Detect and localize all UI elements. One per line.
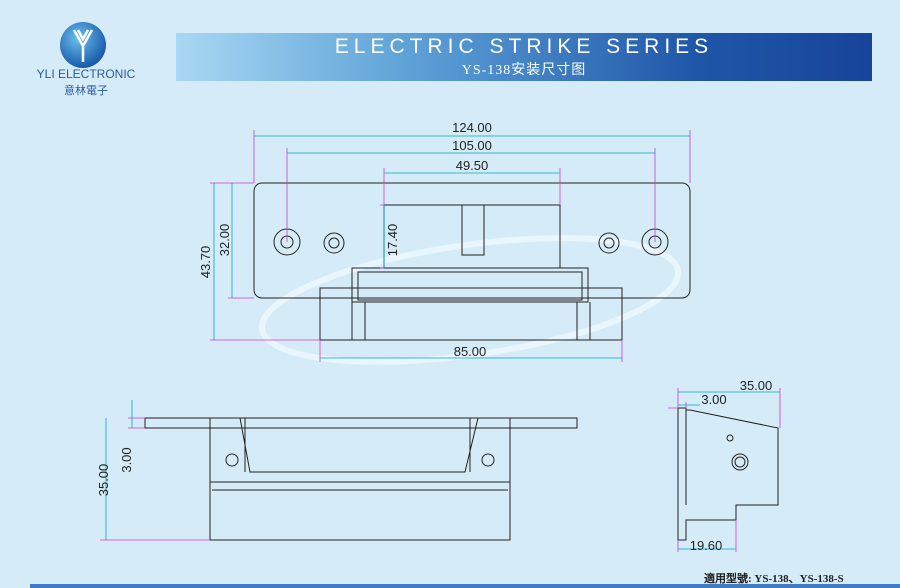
dim-side-plate: 3.00 — [701, 392, 726, 407]
banner-title: ELECTRIC STRIKE SERIES — [334, 35, 714, 58]
dim-body-width: 49.50 — [456, 158, 489, 173]
dim-front-depth: 35.00 — [96, 464, 111, 497]
side-view — [668, 388, 781, 552]
dim-hole-spacing: 105.00 — [452, 138, 492, 153]
top-view — [210, 130, 691, 362]
banner-subtitle: YS-138安装尺寸图 — [461, 63, 587, 78]
brand-name: YLI ELECTRONIC — [36, 67, 136, 81]
dim-front-plate: 3.00 — [119, 447, 134, 472]
logo-icon — [60, 22, 106, 68]
brand-name-cn: 意林電子 — [64, 85, 108, 97]
title-banner: ELECTRIC STRIKE SERIES YS-138安装尺寸图 — [176, 33, 872, 81]
footer-bar — [30, 584, 900, 588]
dim-plate-height: 32.00 — [217, 224, 232, 257]
dim-side-depth: 35.00 — [740, 378, 773, 393]
dim-total-width: 124.00 — [452, 120, 492, 135]
dim-side-bottom: 19.60 — [690, 538, 723, 553]
dim-housing-width: 85.00 — [454, 344, 487, 359]
dim-body-depth: 17.40 — [385, 224, 400, 257]
dim-total-height: 43.70 — [198, 246, 213, 279]
front-view — [100, 400, 578, 541]
applicable-models: 適用型號: YS-138、YS-138-S — [704, 573, 844, 585]
